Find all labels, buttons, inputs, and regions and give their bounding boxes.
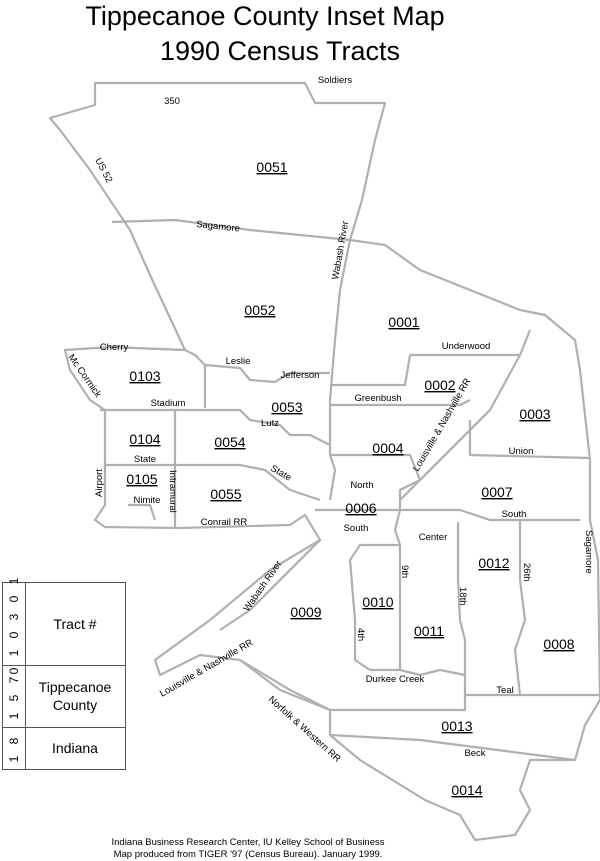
tract-0009: 0009 (290, 604, 321, 620)
road-intramural: Intramural (167, 470, 178, 513)
road-sagamore-north: Sagamore (196, 219, 241, 235)
road-north: North (350, 480, 373, 491)
tract-0008: 0008 (543, 636, 574, 652)
tract-0010: 0010 (362, 594, 393, 610)
road-durkee-creek: Durkee Creek (366, 674, 425, 685)
tract-0104: 0104 (129, 431, 160, 447)
road-jefferson: Jefferson (281, 370, 320, 381)
legend-code-state: 1 8 (3, 727, 26, 769)
legend-code-tract: 0 1 0 3 0 1 (3, 574, 26, 674)
road-lutz: Lutz (261, 418, 279, 429)
tract-0012: 0012 (478, 555, 509, 571)
tract-0003: 0003 (519, 406, 550, 422)
road-underwood: Underwood (442, 341, 491, 352)
road-26th: 26th (521, 563, 532, 582)
road-sagamore-east: Sagamore (583, 530, 594, 574)
legend-row-tract: 0 1 0 3 0 1 Tract # (3, 574, 125, 674)
road-nimite: Nimite (134, 495, 161, 506)
road-norfolk-western-rr: Norfolk & Western RR (266, 694, 343, 765)
road-greenbush: Greenbush (354, 393, 401, 404)
road-beck: Beck (464, 748, 485, 759)
road-conrail-rr: Conrail RR (201, 517, 248, 528)
road-18th: 18th (457, 587, 468, 606)
tract-boundaries (48, 81, 600, 842)
tract-0055: 0055 (210, 486, 241, 502)
road-350: 350 (164, 96, 180, 107)
legend-code-county: 1 5 7 (3, 665, 26, 727)
road-4th: 4th (355, 628, 366, 641)
tract-0052: 0052 (244, 302, 275, 318)
road-teal: Teal (496, 685, 513, 696)
road-stadium: Stadium (151, 398, 186, 409)
tract-0002: 0002 (424, 377, 455, 393)
tract-0054: 0054 (214, 434, 245, 450)
county-outline (48, 81, 600, 842)
legend-label-state: Indiana (52, 740, 98, 756)
tract-0004: 0004 (372, 440, 403, 456)
map-subtitle: 1990 Census Tracts (159, 36, 401, 66)
tract-0007: 0007 (481, 484, 512, 500)
tract-0001: 0001 (388, 314, 419, 330)
footer-credit: Indiana Business Research Center, IU Kel… (111, 837, 385, 848)
tract-0006: 0006 (345, 500, 376, 516)
tract-0014: 0014 (451, 782, 482, 798)
legend-label-tract: Tract # (53, 616, 97, 632)
road-state-east: State (269, 463, 294, 484)
tract-0013: 0013 (441, 718, 472, 734)
tract-0051: 0051 (256, 159, 287, 175)
tract-0105: 0105 (126, 471, 157, 487)
tract-0103: 0103 (129, 368, 160, 384)
road-airport: Airport (94, 469, 105, 497)
road-union: Union (509, 446, 534, 457)
road-south-east: South (502, 509, 527, 520)
map-title: Tippecanoe County Inset Map (85, 1, 445, 31)
road-state-west: State (134, 454, 156, 465)
road-wabash-river-south: Wabash River (241, 559, 284, 614)
road-south-west: South (344, 523, 369, 534)
tract-0011: 0011 (414, 623, 444, 639)
road-soldiers: Soldiers (318, 75, 353, 86)
road-9th: 9th (399, 565, 410, 578)
footer-source: Map produced from TIGER '97 (Census Bure… (113, 849, 383, 860)
road-cherry: Cherry (100, 342, 129, 353)
tract-0053: 0053 (271, 399, 302, 415)
road-leslie: Leslie (226, 356, 251, 367)
tract-labels: 0051 0052 0001 0103 0002 0003 0053 0104 … (126, 159, 574, 798)
road-center: Center (419, 532, 448, 543)
legend-row-state: 1 8 Indiana (3, 727, 125, 769)
